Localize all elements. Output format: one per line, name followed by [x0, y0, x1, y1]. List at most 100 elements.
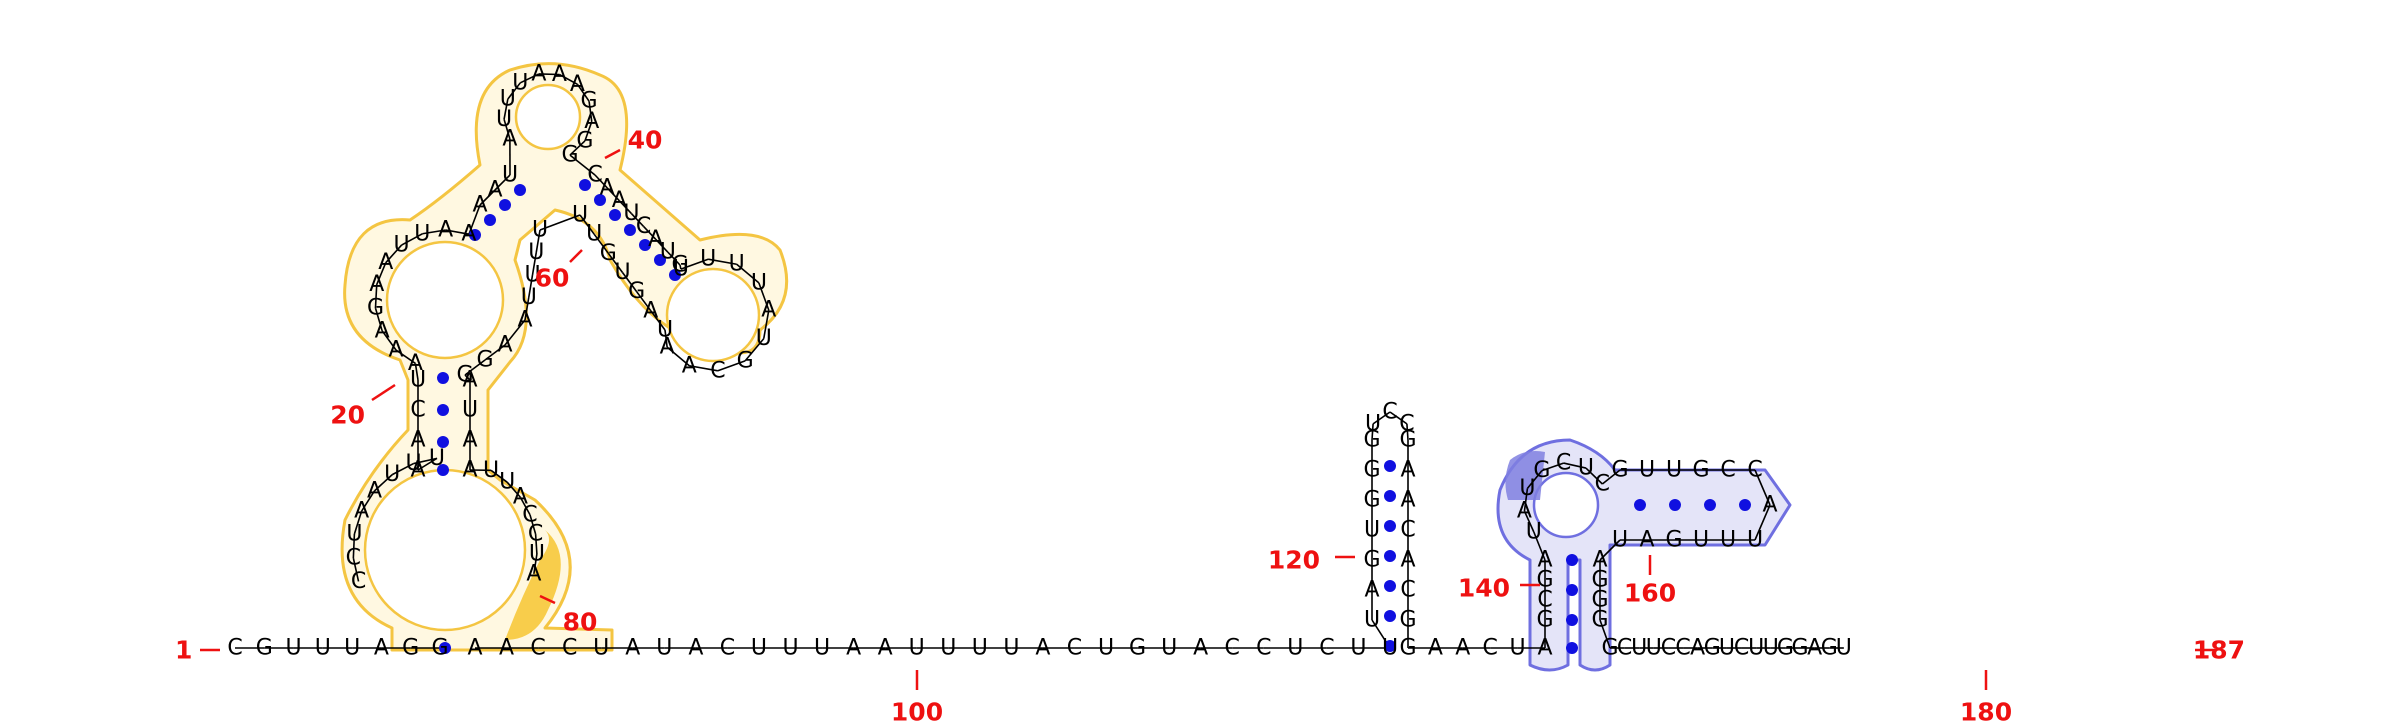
- nucleotide-134: C: [1400, 578, 1415, 603]
- nucleotide-131: A: [1400, 488, 1415, 513]
- nucleotide-85: C: [522, 502, 537, 527]
- base-pair-dot: [437, 372, 449, 384]
- nucleotide-171: C: [1617, 636, 1632, 661]
- nucleotide-153: G: [1611, 458, 1628, 483]
- nucleotide-81: A: [462, 458, 477, 483]
- nucleotide-125: G: [1363, 428, 1380, 453]
- nucleotide-128: C: [1399, 411, 1414, 436]
- nucleotide-96: A: [688, 636, 703, 661]
- backbone-segment: [621, 272, 638, 293]
- position-number-80: 80: [563, 608, 598, 637]
- nucleotide-104: U: [940, 636, 956, 661]
- backbone-segment: [464, 374, 471, 381]
- nucleotide-71: U: [528, 240, 544, 265]
- nucleotide-86: C: [528, 522, 543, 547]
- nucleotide-53: U: [673, 257, 689, 282]
- nucleotide-111: U: [1161, 636, 1177, 661]
- nucleotide-20: U: [410, 368, 426, 393]
- backbone-segment: [618, 200, 633, 215]
- backbone-segment: [594, 174, 608, 189]
- backbone-segment: [464, 359, 486, 376]
- nucleotide-11: U: [346, 522, 362, 547]
- backbone-segment: [1533, 531, 1546, 561]
- base-pair-dot: [439, 642, 451, 654]
- position-tick: [539, 594, 556, 605]
- base-pair-dot: [1384, 610, 1396, 622]
- backbone-segment: [630, 213, 645, 227]
- backbone-segment: [374, 284, 378, 309]
- nucleotide-50: A: [648, 227, 663, 252]
- nucleotide-97: C: [720, 636, 735, 661]
- position-tick: [371, 383, 396, 402]
- nucleotide-120: A: [1364, 578, 1379, 603]
- backbone-segment: [666, 346, 690, 367]
- nucleotide-43: G: [576, 128, 593, 153]
- base-pair-dot: [1634, 499, 1646, 511]
- base-pair-dot: [1384, 640, 1396, 652]
- nucleotide-133: A: [1400, 548, 1415, 573]
- nucleotide-57: A: [761, 298, 776, 323]
- nucleotide-90: A: [499, 636, 514, 661]
- nucleotide-63: U: [657, 318, 673, 343]
- nucleotide-139: C: [1483, 636, 1498, 661]
- nucleotide-108: C: [1067, 636, 1082, 661]
- backbone-segment: [534, 533, 538, 555]
- base-pair-dot: [609, 209, 621, 221]
- base-pair-dot: [1566, 642, 1578, 654]
- position-number-100: 100: [891, 698, 943, 725]
- nucleotide-60: C: [710, 358, 725, 383]
- nucleotide-141: A: [1537, 636, 1552, 661]
- nucleotide-159: A: [1762, 493, 1777, 518]
- nucleotide-102: A: [878, 636, 893, 661]
- nucleotide-2: G: [256, 636, 273, 661]
- nucleotide-122: U: [1364, 518, 1380, 543]
- nucleotide-163: G: [1665, 528, 1682, 553]
- base-pair-dot: [624, 224, 636, 236]
- nucleotide-147: A: [1517, 499, 1532, 524]
- nucleotide-127: C: [1382, 400, 1397, 425]
- nucleotide-148: U: [1519, 476, 1535, 501]
- nucleotide-186: U: [1836, 636, 1852, 661]
- nucleotide-13: A: [367, 478, 382, 503]
- nucleotide-38: A: [531, 61, 546, 86]
- nucleotide-56: U: [751, 270, 767, 295]
- nucleotide-113: C: [1225, 636, 1240, 661]
- nucleotide-31: A: [472, 193, 487, 218]
- base-pair-dot: [437, 404, 449, 416]
- nucleotide-92: C: [562, 636, 577, 661]
- nucleotide-36: U: [500, 87, 516, 112]
- backbone-segment: [385, 244, 403, 264]
- backbone-segment: [717, 360, 746, 372]
- nucleotide-165: U: [1612, 528, 1628, 553]
- base-pair-dot: [484, 214, 496, 226]
- backbone-segment: [395, 349, 416, 365]
- nucleotide-132: C: [1400, 518, 1415, 543]
- nucleotide-109: U: [1098, 636, 1114, 661]
- backbone-segment: [360, 490, 376, 512]
- nucleotide-180: U: [1748, 636, 1764, 661]
- backbone-segment: [529, 514, 537, 535]
- nucleotide-114: C: [1256, 636, 1271, 661]
- nucleotide-75: A: [497, 333, 512, 358]
- nucleotide-93: U: [593, 636, 609, 661]
- nucleotide-82: U: [483, 458, 499, 483]
- nucleotide-28: U: [414, 221, 430, 246]
- nucleotide-178: U: [1719, 636, 1735, 661]
- nucleotide-177: G: [1704, 636, 1721, 661]
- nucleotide-145: A: [1537, 548, 1552, 573]
- nucleotide-27: U: [394, 233, 410, 258]
- nucleotide-25: A: [369, 272, 384, 297]
- nucleotide-39: A: [552, 62, 567, 87]
- backbone-segment: [1372, 411, 1391, 425]
- backbone-segment: [1541, 462, 1564, 472]
- nucleotide-40: A: [570, 72, 585, 97]
- backbone-segment: [1599, 539, 1621, 561]
- backbone-segment: [1389, 411, 1408, 425]
- position-number-60: 60: [535, 264, 570, 293]
- base-pair-dot: [1384, 580, 1396, 592]
- nucleotide-77: G: [456, 363, 473, 388]
- backbone-segment: [1585, 467, 1603, 485]
- nucleotide-91: C: [530, 636, 545, 661]
- nucleotide-166: A: [1592, 548, 1607, 573]
- backbone-segment: [352, 557, 360, 582]
